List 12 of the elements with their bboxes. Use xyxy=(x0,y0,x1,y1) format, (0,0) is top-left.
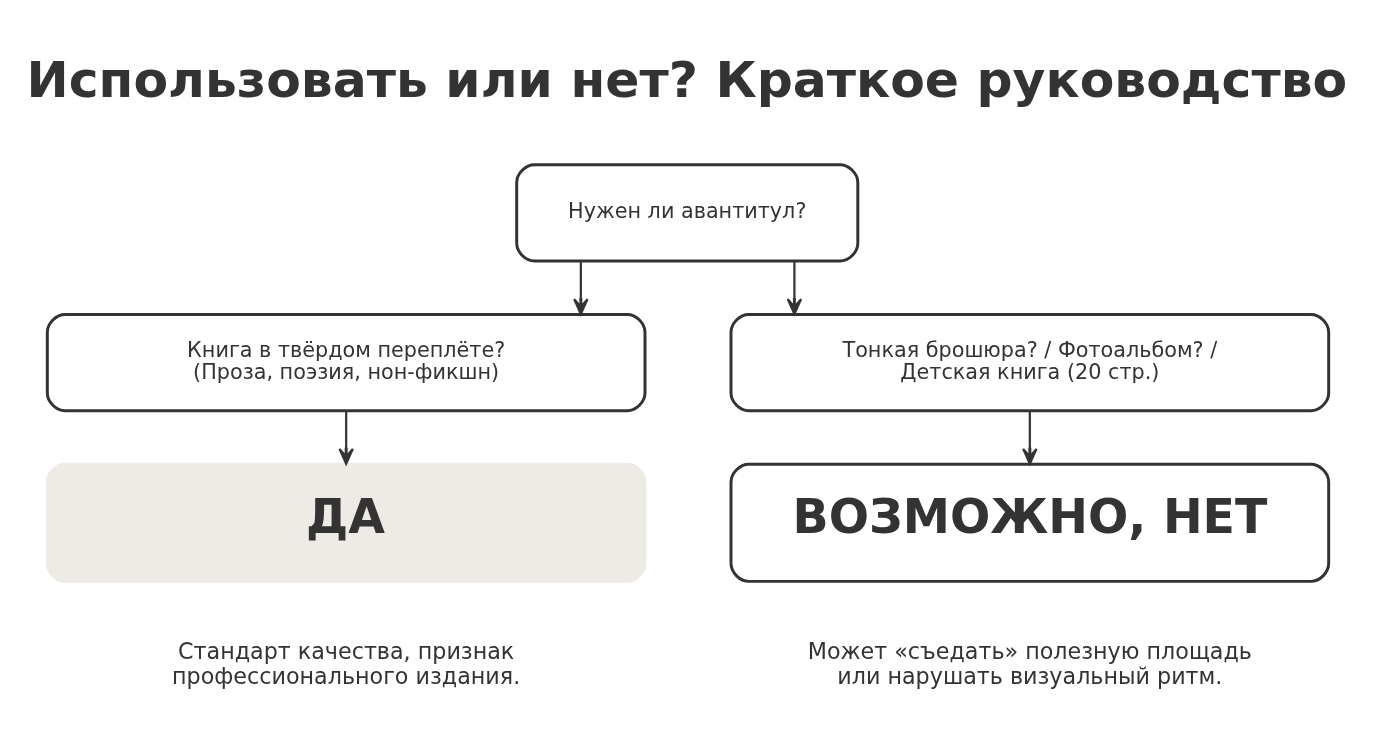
node-label: Стандарт качества, признак профессионального издания. xyxy=(172,637,521,689)
node-label: Может «съедать» полезную площадь или нарушать визуальный ритм. xyxy=(807,637,1252,689)
node-box: ДА xyxy=(45,462,647,583)
arrow xyxy=(573,260,589,315)
node-box: Нужен ли авантитул? xyxy=(515,162,860,263)
diagram-title: Использовать или нет? Краткое руководство xyxy=(26,49,1348,109)
arrow xyxy=(1022,410,1038,465)
node-box: Книга в твёрдом переплёте? (Проза, поэзия, нон-фикшн) xyxy=(45,312,647,412)
arrow xyxy=(786,260,803,315)
arrow xyxy=(338,410,354,465)
node-box: ВОЗМОЖНО, НЕТ xyxy=(729,462,1331,583)
node-box: Тонкая брошюра? / Фотоальбом? / Детская книга (20 стр.) xyxy=(729,312,1331,412)
